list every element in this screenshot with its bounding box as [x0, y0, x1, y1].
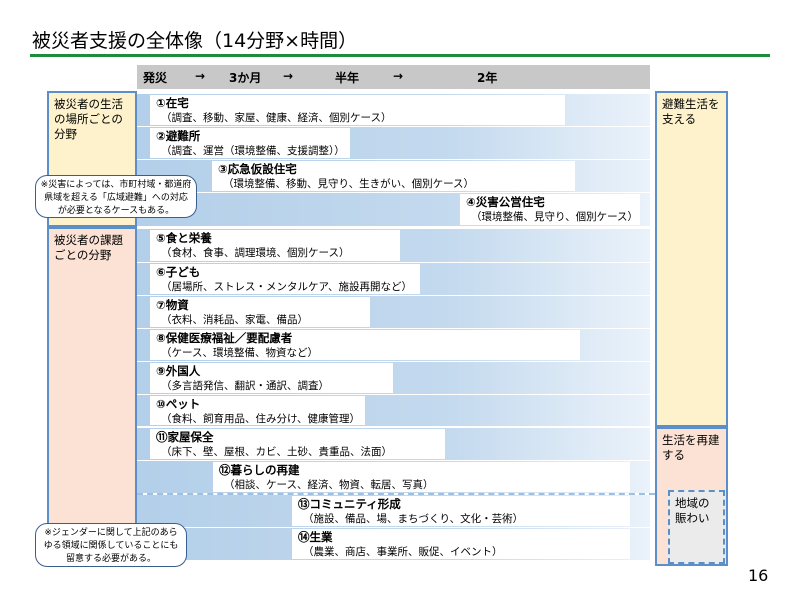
- area-description: （農業、商店、事業所、販促、イベント）: [303, 546, 503, 558]
- right-group-evacuation-life: 避難生活を支える: [655, 91, 728, 427]
- support-area-row: ⑬コミュニティ形成 （施設、備品、場、まちづくり、文化・芸術）: [137, 495, 650, 527]
- support-area-row: ⑩ペット （食料、飼育用品、住み分け、健康管理）: [137, 395, 650, 426]
- support-area-card: ②避難所 （調査、運営（環境整備、支援調整））: [150, 128, 350, 158]
- support-area-card: ⑪家屋保全 （床下、壁、屋根、カビ、土砂、貴重品、法面）: [150, 429, 445, 459]
- area-description: （食料、飼育用品、住み分け、健康管理）: [161, 413, 360, 425]
- page-number: 16: [748, 566, 769, 585]
- area-description: （居場所、ストレス・メンタルケア、施設再開など）: [161, 281, 412, 293]
- support-area-card: ⑨外国人 （多言語発信、翻訳・通訳、調査）: [150, 363, 393, 393]
- support-area-card: ⑥子ども （居場所、ストレス・メンタルケア、施設再開など）: [150, 264, 420, 294]
- area-description: （環境整備、見守り、個別ケース）: [471, 211, 639, 223]
- area-title: ⑥子ども: [156, 265, 201, 279]
- support-area-row: ⑫暮らしの再建 （相談、ケース、経済、物資、転居、写真）: [137, 461, 650, 493]
- area-description: （環境整備、移動、見守り、生きがい、個別ケース）: [223, 178, 475, 190]
- area-description: （衣料、消耗品、家電、備品）: [161, 314, 308, 326]
- area-title: ⑩ペット: [156, 397, 201, 411]
- timeline-arrow: →: [393, 69, 404, 83]
- area-title: ⑤食と栄養: [156, 231, 212, 245]
- callout-wide-area-evacuation: ※災害によっては、市町村域・都道府県域を超える「広域避難」への対応が必要となるケ…: [35, 175, 197, 218]
- timeline-arrow: →: [283, 69, 294, 83]
- support-area-card: ①在宅 （調査、移動、家屋、健康、経済、個別ケース）: [150, 95, 565, 125]
- support-area-row: ①在宅 （調査、移動、家屋、健康、経済、個別ケース）: [137, 94, 650, 126]
- support-area-row: ②避難所 （調査、運営（環境整備、支援調整））: [137, 127, 650, 159]
- timeline-arrow: →: [195, 69, 206, 83]
- area-description: （相談、ケース、経済、物資、転居、写真）: [224, 479, 434, 491]
- support-area-row: ⑨外国人 （多言語発信、翻訳・通訳、調査）: [137, 362, 650, 394]
- support-area-card: ⑩ペット （食料、飼育用品、住み分け、健康管理）: [150, 396, 365, 425]
- support-area-card: ⑫暮らしの再建 （相談、ケース、経済、物資、転居、写真）: [213, 462, 630, 492]
- support-area-row: ⑪家屋保全 （床下、壁、屋根、カビ、土砂、貴重品、法面）: [137, 428, 650, 460]
- support-area-row: ③応急仮設住宅 （環境整備、移動、見守り、生きがい、個別ケース）: [137, 160, 650, 192]
- timeline-label: 2年: [477, 71, 498, 85]
- support-area-row: ④災害公営住宅 （環境整備、見守り、個別ケース）: [137, 193, 650, 226]
- area-description: （床下、壁、屋根、カビ、土砂、貴重品、法面）: [161, 446, 392, 458]
- support-area-card: ⑦物資 （衣料、消耗品、家電、備品）: [150, 297, 370, 327]
- support-area-card: ④災害公営住宅 （環境整備、見守り、個別ケース）: [460, 194, 640, 225]
- left-group-issues: 被災者の課題ごとの分野: [47, 227, 137, 566]
- area-title: ⑦物資: [156, 298, 189, 312]
- area-description: （施設、備品、場、まちづくり、文化・芸術）: [303, 513, 524, 525]
- right-group-community-vitality: 地域の賑わい: [668, 490, 725, 564]
- timeline-label: 半年: [335, 71, 360, 85]
- support-area-row: ⑦物資 （衣料、消耗品、家電、備品）: [137, 296, 650, 328]
- area-title: ⑭生業: [298, 530, 333, 544]
- area-title: ⑬コミュニティ形成: [298, 497, 401, 511]
- support-area-card: ⑬コミュニティ形成 （施設、備品、場、まちづくり、文化・芸術）: [292, 496, 630, 526]
- timeline-bar: 発災 → 3か月 → 半年 → 2年: [137, 65, 650, 89]
- callout-gender-note: ※ジェンダーに関して上記のあらゆる領域に関係していることにも留意する必要がある。: [35, 523, 187, 567]
- area-title: ⑪家屋保全: [156, 430, 214, 444]
- support-area-card: ⑧保健医療福祉／要配慮者 （ケース、環境整備、物資など）: [150, 330, 580, 360]
- support-area-row: ⑥子ども （居場所、ストレス・メンタルケア、施設再開など）: [137, 263, 650, 295]
- area-description: （多言語発信、翻訳・通訳、調査）: [161, 380, 329, 392]
- support-area-row: ⑭生業 （農業、商店、事業所、販促、イベント）: [137, 528, 650, 560]
- area-description: （食材、食事、調理環境、個別ケース）: [161, 247, 350, 259]
- area-description: （調査、運営（環境整備、支援調整））: [161, 145, 345, 157]
- support-area-card: ⑤食と栄養 （食材、食事、調理環境、個別ケース）: [150, 230, 400, 261]
- title-divider: [30, 54, 770, 57]
- page-title: 被災者支援の全体像（14分野×時間）: [32, 30, 358, 52]
- area-title: ②避難所: [156, 129, 201, 143]
- dashed-divider: [137, 493, 655, 495]
- area-title: ⑫暮らしの再建: [219, 463, 300, 477]
- timeline-label: 3か月: [229, 71, 262, 85]
- area-title: ④災害公営住宅: [466, 195, 545, 209]
- timeline-label: 発災: [143, 71, 168, 85]
- area-title: ③応急仮設住宅: [218, 162, 297, 176]
- area-title: ①在宅: [156, 96, 189, 110]
- area-description: （ケース、環境整備、物資など）: [161, 347, 318, 359]
- support-area-card: ③応急仮設住宅 （環境整備、移動、見守り、生きがい、個別ケース）: [212, 161, 575, 191]
- support-area-row: ⑤食と栄養 （食材、食事、調理環境、個別ケース）: [137, 229, 650, 262]
- area-description: （調査、移動、家屋、健康、経済、個別ケース）: [161, 112, 392, 124]
- area-title: ⑧保健医療福祉／要配慮者: [156, 331, 293, 345]
- area-title: ⑨外国人: [156, 364, 201, 378]
- support-area-row: ⑧保健医療福祉／要配慮者 （ケース、環境整備、物資など）: [137, 329, 650, 361]
- support-area-card: ⑭生業 （農業、商店、事業所、販促、イベント）: [292, 529, 630, 559]
